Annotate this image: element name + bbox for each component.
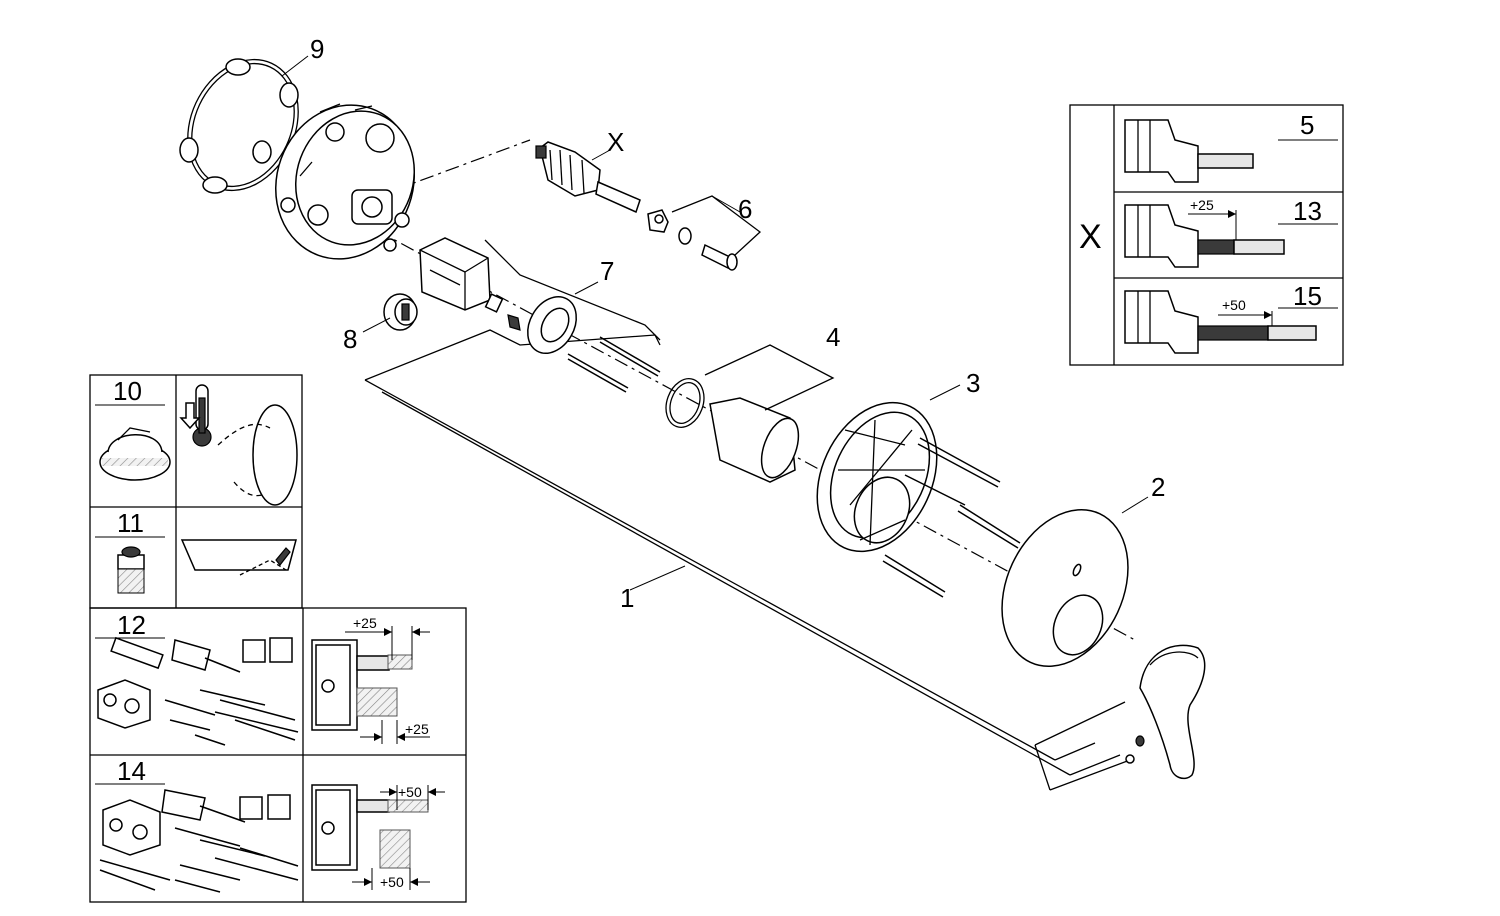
part-1-bracket — [364, 329, 1131, 791]
callout-8: 8 — [343, 324, 357, 354]
callout-2: 2 — [1151, 472, 1165, 502]
callout-3: 3 — [966, 368, 980, 398]
kit-12: 12 — [95, 610, 299, 746]
part-4-sleeve — [665, 344, 835, 483]
valve-body — [275, 103, 416, 260]
variant-5: 5 — [1124, 110, 1338, 183]
dim-14-top: +50 — [398, 784, 422, 800]
lever-range-icon — [217, 404, 298, 506]
part-3-plate — [816, 384, 1021, 598]
callout-4: 4 — [826, 322, 840, 352]
kit-14: 14 — [95, 756, 299, 893]
callouts: 9 X 6 7 8 4 3 2 1 — [310, 34, 1165, 613]
variant-15: +50 15 — [1124, 281, 1338, 354]
callout-x: X — [607, 127, 624, 157]
dim-12-top: +25 — [353, 615, 377, 631]
dim-12-bottom: +25 — [405, 721, 429, 737]
variant-13: +25 13 — [1124, 196, 1338, 268]
part-8-bushing — [362, 293, 418, 333]
extension-panels: 12 — [89, 607, 467, 903]
callout-5: 5 — [1300, 110, 1314, 140]
assembly-axis — [329, 139, 1136, 641]
item-11: 11 — [95, 508, 165, 594]
callout-10: 10 — [113, 376, 142, 406]
callout-14: 14 — [117, 756, 146, 786]
part-6-fittings — [647, 195, 762, 271]
callout-1: 1 — [620, 583, 634, 613]
x-variants-panel: X 5 +25 13 — [1069, 104, 1344, 366]
bathtub-icon — [180, 539, 297, 576]
extension-drawing-14: +50 +50 — [311, 784, 445, 890]
callout-9: 9 — [310, 34, 324, 64]
cartridge — [419, 237, 661, 341]
x-panel-label: X — [1079, 218, 1102, 256]
part-7-flange — [527, 281, 661, 393]
callout-7: 7 — [600, 256, 614, 286]
dim-13: +25 — [1190, 197, 1214, 213]
part-x-spindle — [535, 141, 641, 214]
callout-13: 13 — [1293, 196, 1322, 226]
item-10: 10 — [95, 376, 171, 481]
callout-15: 15 — [1293, 281, 1322, 311]
callout-11: 11 — [117, 508, 144, 538]
callout-12: 12 — [117, 610, 146, 640]
extension-drawing-12: +25 +25 — [311, 615, 430, 744]
temperature-icon — [179, 384, 212, 447]
callout-6: 6 — [738, 194, 752, 224]
dim-14-bottom: +50 — [380, 874, 404, 890]
lever-handle — [1125, 644, 1206, 780]
accessory-panel-10-11: 10 11 — [89, 374, 303, 609]
part-2-escutcheon — [1001, 496, 1149, 668]
dim-15: +50 — [1222, 297, 1246, 313]
